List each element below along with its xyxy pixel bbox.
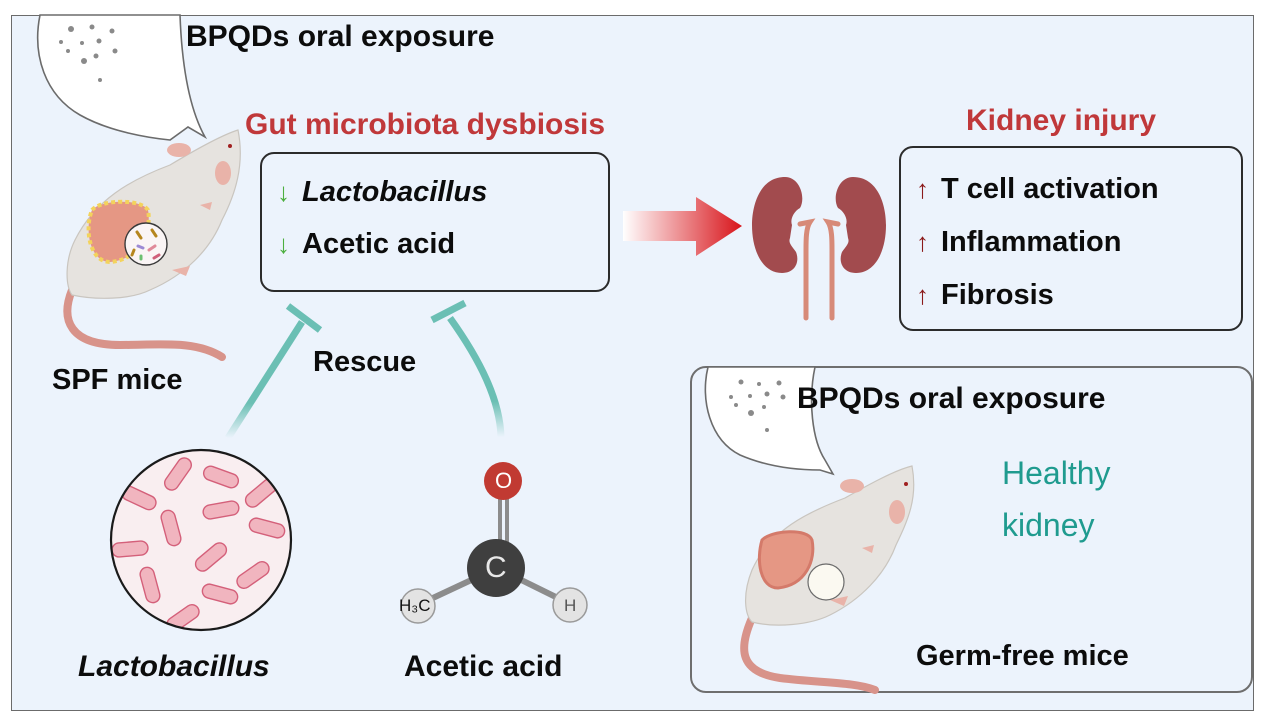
dysbiosis-item-acetic-acid: ↓ Acetic acid — [277, 228, 456, 260]
atom-methyl: H₃C — [399, 596, 431, 615]
healthy-kidney-line2: kidney — [1002, 507, 1095, 543]
kidney-item-fibrosis: ↑ Fibrosis — [916, 279, 1054, 311]
atom-carbon: C — [485, 551, 507, 584]
healthy-kidney-line1: Healthy — [1002, 455, 1111, 491]
particles-icon — [59, 24, 118, 82]
particles-icon — [729, 379, 786, 432]
spf-mouse-label: SPF mice — [52, 364, 183, 396]
dysbiosis-title: Gut microbiota dysbiosis — [245, 108, 606, 141]
inhibit-line-lactobacillus — [225, 303, 323, 440]
germ-free-mouse-label: Germ-free mice — [916, 640, 1129, 672]
down-arrow-icon: ↓ — [277, 229, 290, 259]
rescue-label: Rescue — [313, 346, 417, 378]
up-arrow-icon: ↑ — [916, 280, 929, 310]
germ-free-box — [690, 366, 1253, 693]
down-arrow-icon: ↓ — [277, 177, 290, 207]
kidney-injury-title: Kidney injury — [966, 104, 1157, 137]
germ-free-exposure-label: BPQDs oral exposure — [797, 382, 1106, 415]
atom-hydrogen: H — [564, 596, 577, 615]
up-arrow-icon: ↑ — [916, 227, 929, 257]
atom-oxygen: O — [495, 468, 513, 493]
acetic-acid-label: Acetic acid — [404, 650, 563, 683]
kidney-injury-box — [899, 146, 1243, 331]
kidney-item-t-cell: ↑ T cell activation — [916, 173, 1159, 205]
lactobacillus-label: Lactobacillus — [78, 650, 270, 683]
kidney-item-inflammation: ↑ Inflammation — [916, 226, 1122, 258]
dysbiosis-box — [260, 152, 610, 292]
spf-exposure-label: BPQDs oral exposure — [186, 20, 495, 53]
dysbiosis-item-lactobacillus: ↓ Lactobacillus — [277, 176, 488, 208]
inhibit-line-acetic-acid — [430, 299, 505, 438]
up-arrow-icon: ↑ — [916, 174, 929, 204]
